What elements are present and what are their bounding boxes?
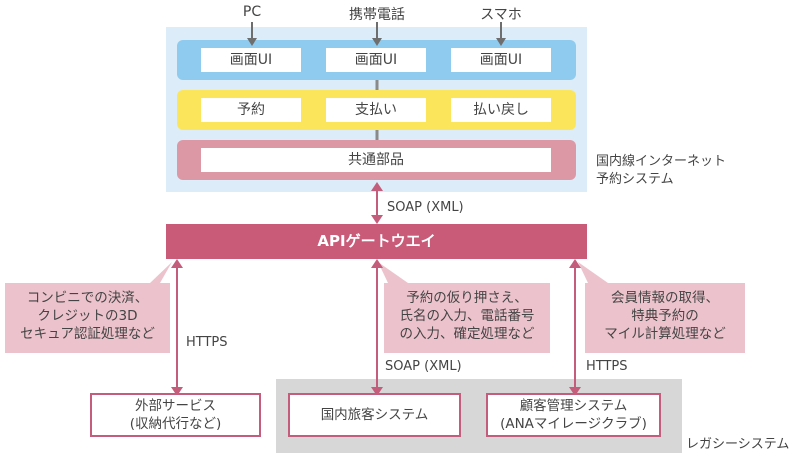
callout-external-line3: セキュア認証処理など <box>20 326 155 342</box>
protocol-label-top: SOAP (XML) <box>387 200 464 215</box>
callout-external-line1: コンビニでの決済、 <box>26 290 149 306</box>
arrowhead-up-icon <box>171 259 183 268</box>
client-arrows <box>247 22 506 140</box>
protocol-label-right: HTTPS <box>586 359 628 374</box>
external-service-subtitle: (収納代行など) <box>129 416 222 432</box>
client-label-smartphone: スマホ <box>480 7 522 23</box>
callout-domestic-line2: 氏名の入力、電話番号 <box>399 308 535 324</box>
ui-layer: 画面UI 画面UI 画面UI <box>177 40 576 80</box>
arrowhead-down-icon <box>171 387 183 396</box>
client-label-mobile-phone: 携帯電話 <box>349 7 405 23</box>
arrowhead-up-icon <box>371 182 383 191</box>
gateway-arrows <box>171 182 581 396</box>
callout-pointer-left-icon <box>150 262 172 283</box>
arrowhead-down-icon <box>371 215 383 224</box>
domestic-passenger-system-title: 国内旅客システム <box>320 407 429 423</box>
arrowhead-down-icon <box>371 387 383 396</box>
customer-management-system-subtitle: (ANAマイレージクラブ) <box>500 416 647 432</box>
callout-pointer-right-icon <box>578 262 608 283</box>
callout-customer: 会員情報の取得、 特典予約の マイル計算処理など <box>585 283 745 353</box>
callout-pointer-center-icon <box>378 262 408 283</box>
reservation-system-label: 国内線インターネット 予約システム <box>596 153 726 189</box>
ui-cell-mobile: 画面UI <box>326 48 426 72</box>
domestic-passenger-system-box: 国内旅客システム <box>288 393 461 437</box>
callout-domestic-line1: 予約の仮り押さえ、 <box>406 290 528 306</box>
callout-domestic: 予約の仮り押さえ、 氏名の入力、電話番号 の入力、確定処理など <box>384 283 550 353</box>
ui-cell-pc: 画面UI <box>201 48 301 72</box>
arrowhead-pc-icon <box>247 38 257 46</box>
ui-cell-smartphone: 画面UI <box>451 48 551 72</box>
external-service-box: 外部サービス (収納代行など) <box>90 393 261 437</box>
callout-domestic-line3: の入力、確定処理など <box>399 326 535 342</box>
arrowhead-smartphone-icon <box>496 38 506 46</box>
external-service-title: 外部サービス <box>135 398 216 414</box>
arrowhead-down-icon <box>569 387 581 396</box>
common-components-cell: 共通部品 <box>201 148 551 172</box>
protocol-label-center: SOAP (XML) <box>385 359 462 374</box>
callout-external: コンビニでの決済、 クレジットの3D セキュア認証処理など <box>5 283 170 353</box>
reservation-system-label-line2: 予約システム <box>596 172 674 187</box>
arrowhead-mobile-icon <box>372 38 382 46</box>
callout-customer-line1: 会員情報の取得、 <box>611 290 719 306</box>
legacy-system-label: レガシーシステム <box>686 437 790 452</box>
business-cell-refund: 払い戻し <box>451 98 551 122</box>
client-label-pc: PC <box>242 4 262 20</box>
callout-customer-line2: 特典予約の <box>631 308 699 324</box>
callout-customer-line3: マイル計算処理など <box>604 326 726 342</box>
arrowhead-up-icon <box>371 259 383 268</box>
callout-external-line2: クレジットの3D <box>37 308 138 324</box>
customer-management-system-title: 顧客管理システム <box>519 398 628 414</box>
customer-management-system-box: 顧客管理システム (ANAマイレージクラブ) <box>486 393 661 437</box>
protocol-label-left: HTTPS <box>186 335 228 350</box>
api-gateway: APIゲートウエイ <box>166 224 587 259</box>
business-layer: 予約 支払い 払い戻し <box>177 90 576 130</box>
reservation-system-label-line1: 国内線インターネット <box>596 154 727 169</box>
business-cell-payment: 支払い <box>326 98 426 122</box>
business-cell-reservation: 予約 <box>201 98 301 122</box>
common-layer: 共通部品 <box>177 140 576 180</box>
arrowhead-up-icon <box>569 259 581 268</box>
